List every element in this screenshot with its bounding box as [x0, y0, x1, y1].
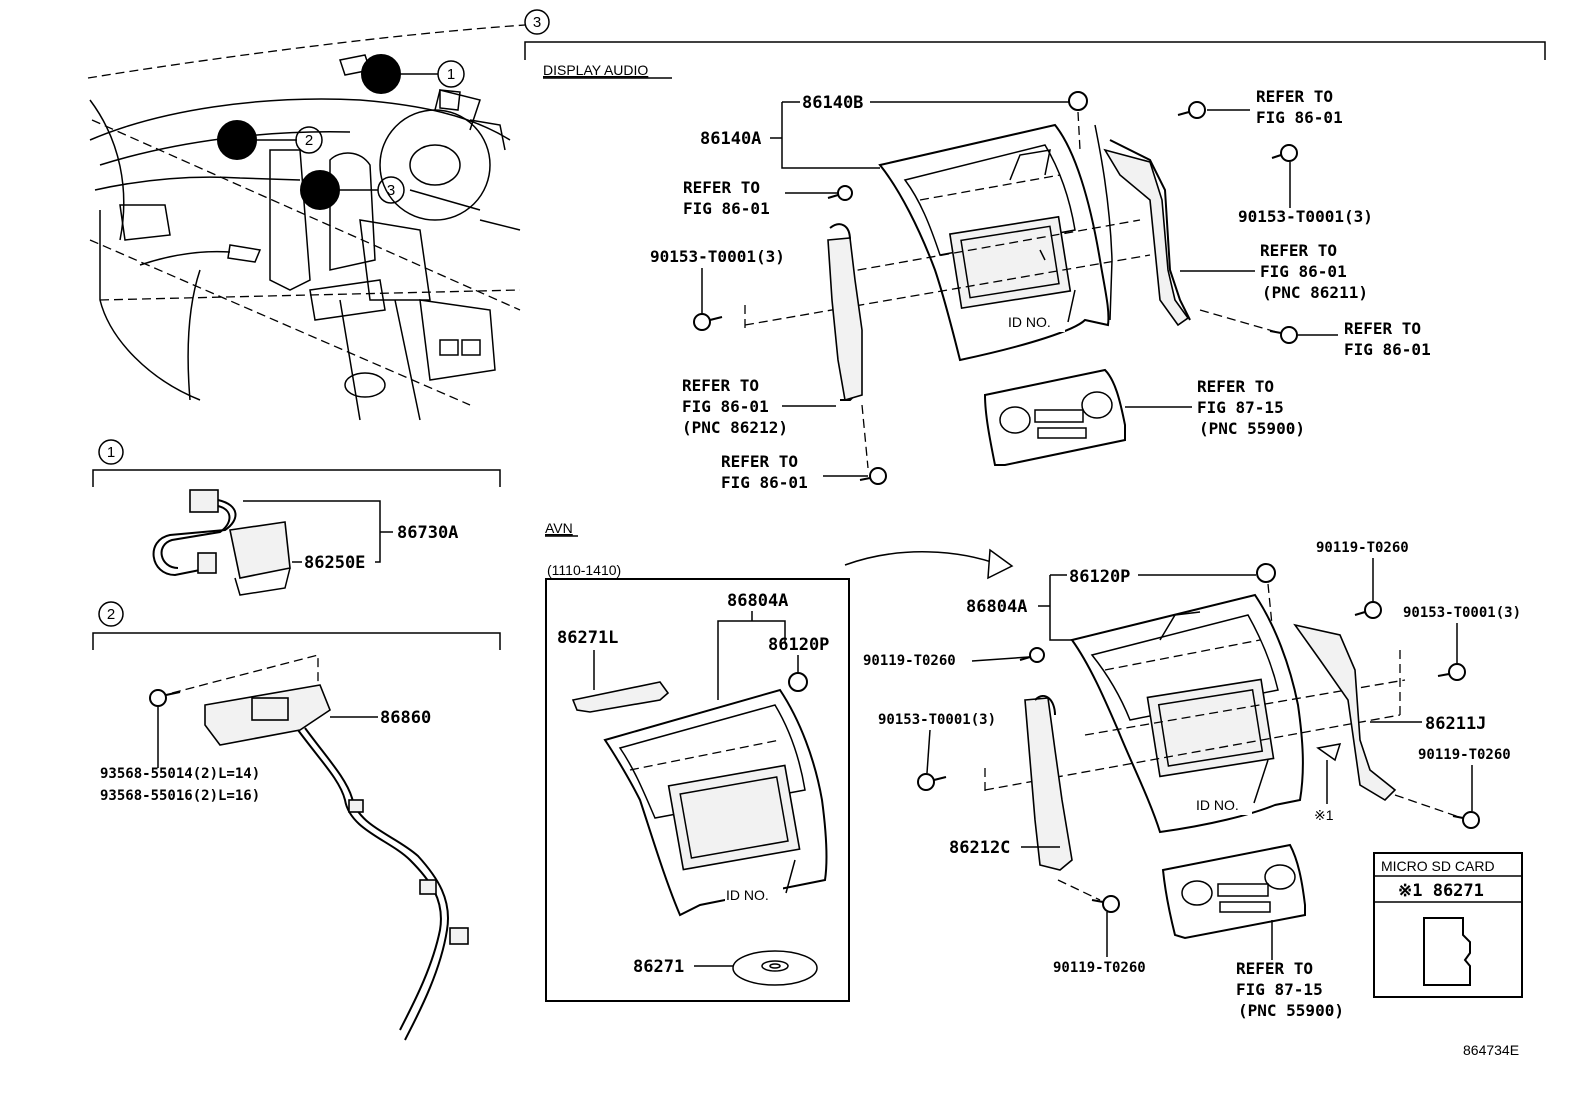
avn-production-range: (1110-1410) [547, 562, 621, 578]
section-3-bracket [524, 41, 1546, 60]
location-marker-3 [300, 170, 340, 210]
avn-part-86271-disc: 86271 [633, 957, 684, 977]
part-86860: 86860 [380, 708, 431, 728]
refer-g-line3: (PNC 55900) [1199, 419, 1305, 438]
avn-right-id-no: ID NO. [1196, 797, 1239, 813]
part-86730A: 86730A [397, 523, 458, 543]
micro-sd-card-box [1373, 852, 1523, 998]
section-2-bracket [92, 632, 501, 650]
part-90153-T0001-left: 90153-T0001(3) [650, 247, 785, 266]
dash-callout-2: 2 [305, 132, 313, 149]
note-1-marker: ※1 [1314, 807, 1334, 823]
avn-part-90119-T0260-left: 90119-T0260 [863, 653, 956, 669]
micro-sd-title: MICRO SD CARD [1381, 858, 1495, 874]
refer-f-line2: FIG 86-01 [1344, 340, 1431, 359]
avn-box-id-no: ID NO. [726, 887, 769, 903]
avn-part-86271L: 86271L [557, 628, 618, 648]
refer-e-line1: REFER TO [1260, 241, 1337, 260]
avn-right-assembly-illustration [917, 563, 1480, 940]
harness-86730A-illustration [152, 489, 291, 596]
leader-86804A-box [717, 620, 786, 700]
section-2-callout: 2 [107, 606, 115, 623]
avn-right-part-86120P: 86120P [1069, 567, 1130, 587]
avn-right-part-86804A: 86804A [966, 597, 1027, 617]
avn-heading: AVN [545, 520, 573, 536]
refer-c-line2: FIG 86-01 [721, 473, 808, 492]
location-marker-1 [361, 54, 401, 94]
avn-part-90153-T0001-top: 90153-T0001(3) [1403, 605, 1521, 621]
refer-g-line1: REFER TO [1197, 377, 1274, 396]
location-marker-2 [217, 120, 257, 160]
display-audio-heading: DISPLAY AUDIO [543, 62, 648, 78]
avn-part-90119-T0260-right: 90119-T0260 [1418, 747, 1511, 763]
leader-86140A [781, 102, 880, 169]
avn-part-90153-T0001-left: 90153-T0001(3) [878, 712, 996, 728]
display-audio-id-no: ID NO. [1008, 314, 1051, 330]
refer-g-line2: FIG 87-15 [1197, 398, 1284, 417]
bolt-93568-55014: 93568-55014(2)L=14) [100, 766, 260, 782]
refer-c-line1: REFER TO [721, 452, 798, 471]
part-86140A: 86140A [700, 129, 761, 149]
avn-component-box [545, 578, 850, 1002]
part-86140B: 86140B [802, 93, 863, 113]
avn-arrow [844, 551, 1001, 566]
avn-part-90119-T0260-top: 90119-T0260 [1316, 540, 1409, 556]
dash-callout-1: 1 [447, 66, 455, 83]
refer-e-line2: FIG 86-01 [1260, 262, 1347, 281]
refer-d-line2: FIG 86-01 [1256, 108, 1343, 127]
avn-part-86120P: 86120P [768, 635, 829, 655]
refer-h-line3: (PNC 55900) [1238, 1001, 1344, 1020]
section-1-callout: 1 [107, 444, 115, 461]
display-audio-illustration [693, 91, 1298, 485]
leader-86804A-right [1049, 575, 1072, 641]
part-90153-T0001-right: 90153-T0001(3) [1238, 207, 1373, 226]
usb-port-86860-illustration [149, 654, 469, 1041]
bolt-93568-55016: 93568-55016(2)L=16) [100, 788, 260, 804]
avn-head-unit-illustration [571, 672, 828, 986]
refer-f-line1: REFER TO [1344, 319, 1421, 338]
avn-part-86211J: 86211J [1425, 714, 1486, 734]
refer-b-line1: REFER TO [682, 376, 759, 395]
refer-a-line2: FIG 86-01 [683, 199, 770, 218]
section-3-circle [524, 9, 550, 35]
refer-h-line2: FIG 87-15 [1236, 980, 1323, 999]
dash-callout-3: 3 [387, 182, 395, 199]
micro-sd-item: ※1 86271 [1398, 881, 1484, 901]
part-86250E: 86250E [304, 553, 365, 573]
refer-b-line3: (PNC 86212) [682, 418, 788, 437]
refer-d-line1: REFER TO [1256, 87, 1333, 106]
dashboard-overview-illustration: 1 2 3 [87, 24, 526, 421]
section-3-callout: 3 [533, 14, 541, 31]
avn-part-86804A: 86804A [727, 591, 788, 611]
avn-part-86212C: 86212C [949, 838, 1010, 858]
refer-h-line1: REFER TO [1236, 959, 1313, 978]
figure-id: 864734E [1463, 1042, 1519, 1058]
refer-a-line1: REFER TO [683, 178, 760, 197]
refer-b-line2: FIG 86-01 [682, 397, 769, 416]
avn-part-90119-T0260-bottom: 90119-T0260 [1053, 960, 1146, 976]
section-1-bracket [92, 469, 501, 487]
refer-e-line3: (PNC 86211) [1262, 283, 1368, 302]
